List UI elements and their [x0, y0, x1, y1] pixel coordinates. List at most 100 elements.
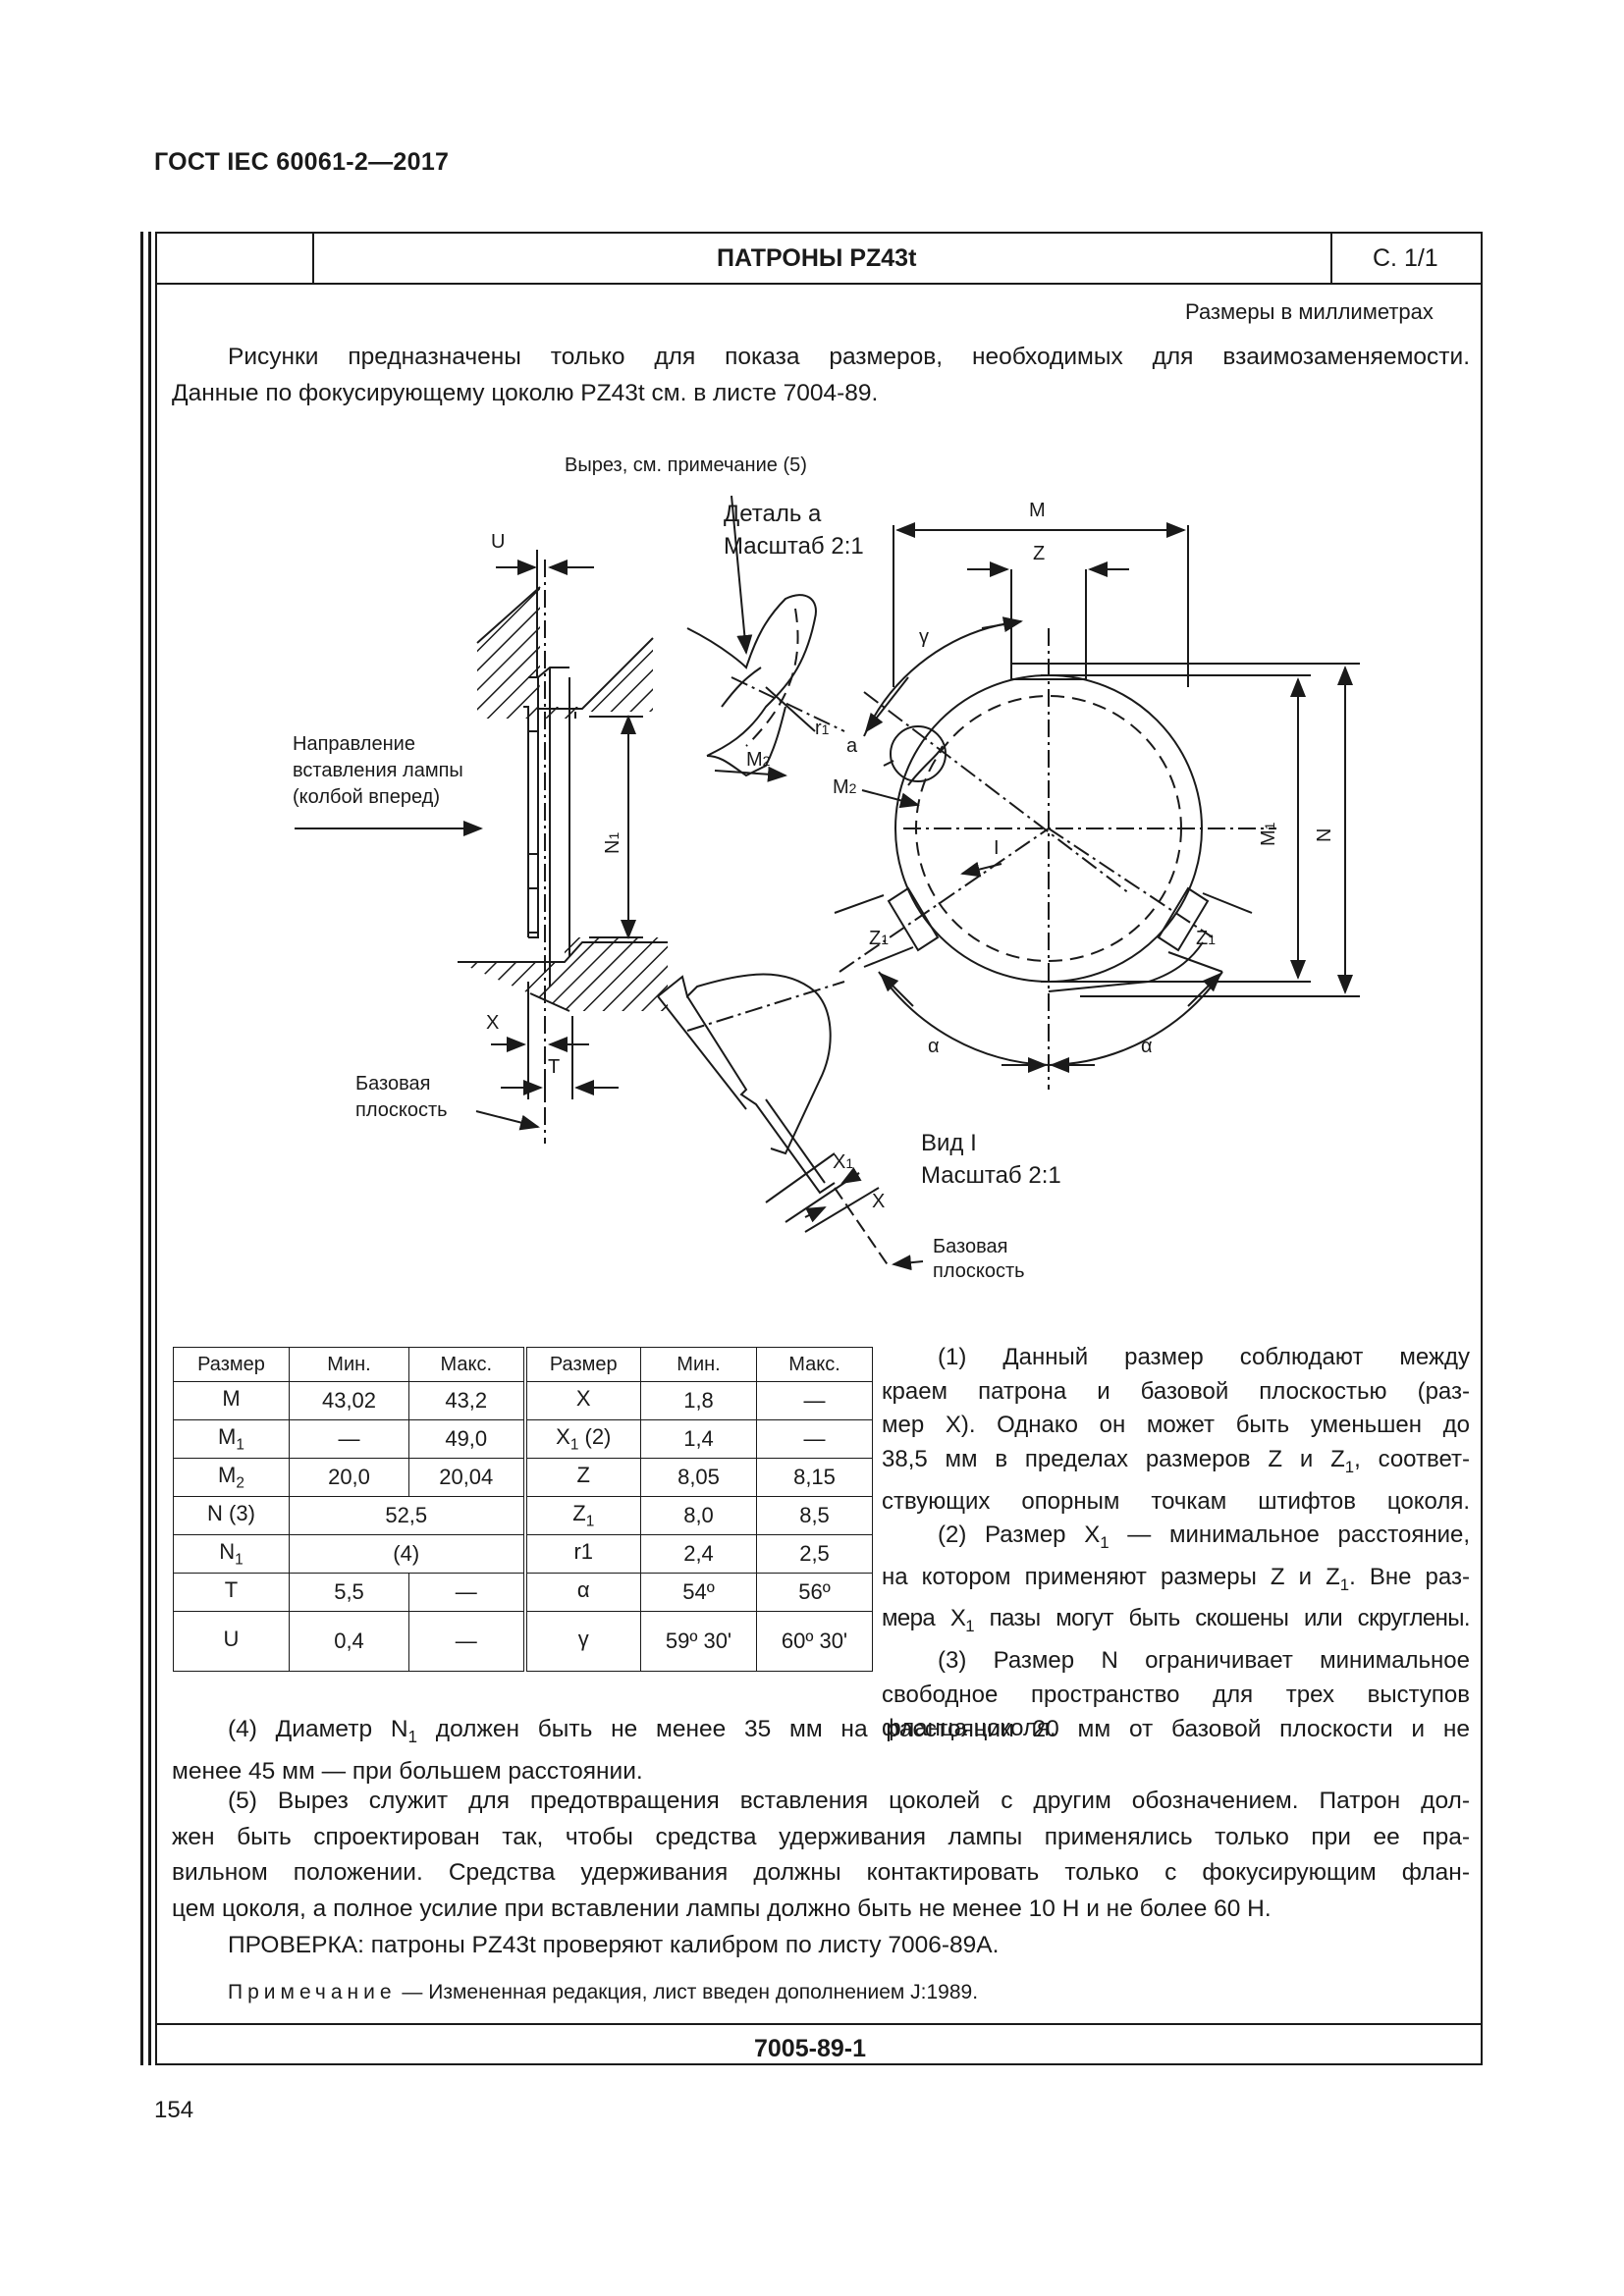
standard-sheet — [140, 232, 1483, 2065]
label-base-plane-1: Базовая — [355, 1073, 430, 1095]
dim-z1-left: Z1 — [869, 928, 889, 949]
table-cell: 59º 30' — [640, 1611, 757, 1672]
table-row: M 43,02 43,2 X 1,8 — — [173, 1381, 873, 1420]
section-view — [295, 550, 668, 1144]
dim-t: T — [548, 1056, 560, 1078]
table-row: T 5,5 — α 54º 56º — [173, 1573, 873, 1612]
dim-x-lower: X — [872, 1191, 885, 1212]
table-cell: 20,04 — [408, 1458, 527, 1497]
label-insert-direction-1: Направление — [293, 733, 415, 755]
table-cell: 1,4 — [640, 1419, 757, 1459]
table-header-cell: Макс. — [408, 1347, 527, 1382]
check-statement: ПРОВЕРКА: патроны PZ43t проверяют калибр… — [228, 1932, 1000, 1958]
label-view-scale: Масштаб 2:1 — [921, 1162, 1061, 1189]
dim-m: M — [1029, 500, 1046, 521]
dim-x1: X1 — [833, 1151, 853, 1173]
lampholder-drawing: Вырез, см. примечание (5) Деталь a Масшт… — [293, 454, 1360, 1282]
table-row: N (3) 52,5 Z1 8,0 8,5 — [173, 1496, 873, 1535]
table-cell: Z — [524, 1458, 641, 1497]
table-cell: N1 — [173, 1534, 290, 1574]
table-cell: 8,15 — [756, 1458, 873, 1497]
table-cell: N (3) — [173, 1496, 290, 1535]
table-cell: γ — [524, 1611, 641, 1672]
table-cell: 1,8 — [640, 1381, 757, 1420]
table-cell: 8,0 — [640, 1496, 757, 1535]
label-detail-scale: Масштаб 2:1 — [724, 533, 864, 560]
table-cell: 54º — [640, 1573, 757, 1612]
dim-n1: N1 — [602, 832, 623, 854]
table-header-cell: Мин. — [640, 1347, 757, 1382]
label-insert-direction-3: (колбой вперед) — [293, 786, 440, 808]
dim-alpha-right: α — [1141, 1036, 1153, 1057]
dim-gamma: γ — [919, 626, 929, 648]
dim-x: X — [486, 1012, 499, 1034]
table-row: M1 — 49,0 X1 (2) 1,4 — — [173, 1419, 873, 1459]
notes-right: (1) Данный размер соблюдают между краем … — [882, 1344, 1471, 1742]
table-header-row: Размер Мин. Макс. Размер Мин. Макс. — [173, 1347, 873, 1382]
table-cell: — — [408, 1611, 527, 1672]
dim-u: U — [491, 531, 505, 553]
dim-alpha-left: α — [928, 1036, 940, 1057]
table-cell: 5,5 — [289, 1573, 409, 1612]
intro-paragraph: Рисунки предназначены только для показа … — [172, 344, 1470, 406]
table-cell-merged: (4) — [289, 1534, 527, 1574]
table-cell: α — [524, 1573, 641, 1612]
table-cell: 8,05 — [640, 1458, 757, 1497]
dim-m1: M1 — [1258, 822, 1279, 846]
table-cell: — — [756, 1419, 873, 1459]
dim-m2-view: M2 — [833, 776, 857, 798]
table-cell: Z1 — [524, 1496, 641, 1535]
label-view-i: Вид I — [921, 1130, 977, 1156]
table-cell: X — [524, 1381, 641, 1420]
table-header-cell: Размер — [173, 1347, 290, 1382]
table-cell: 60º 30' — [756, 1611, 873, 1672]
table-cell: r1 — [524, 1534, 641, 1574]
table-cell: — — [408, 1573, 527, 1612]
lower-detail — [657, 973, 924, 1271]
table-cell: 8,5 — [756, 1496, 873, 1535]
sheet-page-indicator: С. 1/1 — [1373, 244, 1438, 272]
table-header-cell: Макс. — [756, 1347, 873, 1382]
table-cell: 43,02 — [289, 1381, 409, 1420]
dim-n: N — [1314, 828, 1335, 842]
table-header-cell: Размер — [524, 1347, 641, 1382]
table-row: U 0,4 — γ 59º 30' 60º 30' — [173, 1611, 873, 1672]
label-cutout-note: Вырез, см. примечание (5) — [565, 454, 807, 476]
table-cell-merged: 52,5 — [289, 1496, 527, 1535]
remark-label: Примечание — [228, 1981, 397, 2003]
label-insert-direction-2: вставления лампы — [293, 760, 463, 781]
table-row: N1 (4) r1 2,4 2,5 — [173, 1534, 873, 1574]
dimension-table: Размер Мин. Макс. Размер Мин. Макс. M 43… — [173, 1347, 873, 1672]
dim-r1: r1 — [815, 718, 830, 739]
table-cell: 2,4 — [640, 1534, 757, 1574]
table-cell: M1 — [173, 1419, 290, 1459]
table-cell: M — [173, 1381, 290, 1420]
table-cell: X1 (2) — [524, 1419, 641, 1459]
table-cell: — — [756, 1381, 873, 1420]
table-header-cell: Мин. — [289, 1347, 409, 1382]
units-note: Размеры в миллиметрах — [1185, 299, 1434, 324]
table-cell: — — [289, 1419, 409, 1459]
view-i — [834, 522, 1360, 1090]
table-cell: 20,0 — [289, 1458, 409, 1497]
remark: Примечание — Измененная редакция, лист в… — [228, 1975, 978, 2010]
label-base-plane-b2: плоскость — [933, 1260, 1025, 1282]
table-cell: U — [173, 1611, 290, 1672]
dim-a: a — [846, 735, 858, 757]
sheet-number: 7005-89-1 — [754, 2035, 866, 2062]
dim-m2-detail: M2 — [746, 749, 771, 771]
table-cell: M2 — [173, 1458, 290, 1497]
table-cell: 56º — [756, 1573, 873, 1612]
table-cell: T — [173, 1573, 290, 1612]
label-base-plane-b1: Базовая — [933, 1236, 1007, 1257]
sheet-title: ПАТРОНЫ PZ43t — [717, 244, 917, 272]
label-detail-a: Деталь a — [724, 501, 822, 527]
dim-z1-right: Z1 — [1196, 928, 1216, 949]
table-cell: 49,0 — [408, 1419, 527, 1459]
table-row: M2 20,0 20,04 Z 8,05 8,15 — [173, 1458, 873, 1497]
detail-a — [686, 495, 845, 782]
note-4: (4) Диаметр N1 должен быть не менее 35 м… — [172, 1716, 1470, 1786]
page-number: 154 — [154, 2097, 194, 2123]
note-5: (5) Вырез служит для предотвращения вста… — [172, 1788, 1470, 1922]
document-code: ГОСТ IEC 60061-2—2017 — [154, 148, 450, 176]
